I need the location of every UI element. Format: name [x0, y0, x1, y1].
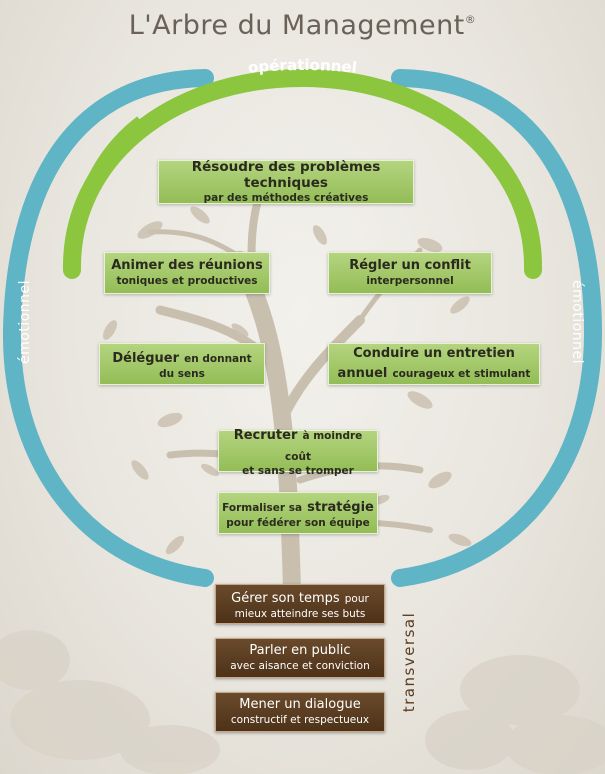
box-sub-text: interpersonnel — [366, 274, 454, 287]
box-main-text: Gérer son temps — [231, 590, 340, 606]
stones-background — [0, 630, 605, 774]
box-deleguer: Déléguer en donnant du sens — [99, 343, 265, 385]
box-formaliser-strategie: Formaliser sa stratégie pour fédérer son… — [218, 492, 378, 534]
box-sub-text: par des méthodes créatives — [203, 192, 369, 205]
box-sub-text: courageux et stimulant — [392, 368, 531, 380]
box-regler-conflit: Régler un conflit interpersonnel — [328, 252, 492, 294]
box-main-text: Conduire un entretien — [353, 345, 515, 361]
box-sub-text: pour fédérer son équipe — [226, 516, 370, 529]
left-emotionnel-label: émotionnel — [17, 280, 33, 364]
green-operational-arc — [62, 68, 543, 279]
tree-leaves — [103, 206, 492, 555]
box-sub-text: constructif et respectueux — [230, 713, 370, 726]
transversal-label: transversal — [400, 612, 418, 713]
box-main-text: Parler en public — [249, 642, 351, 658]
box-main-text: Mener un dialogue — [239, 696, 361, 712]
transversal-label-wrap: transversal — [400, 612, 418, 713]
box-sub-main: annuel — [337, 366, 388, 381]
box-gerer-temps: Gérer son temps pour mieux atteindre ses… — [215, 584, 385, 624]
box-main-text: Déléguer — [112, 351, 180, 367]
box-main-pre: Formaliser sa — [222, 502, 303, 515]
right-blue-arc — [391, 69, 603, 587]
right-emotionnel-label: émotionnel — [569, 280, 585, 364]
registered-mark: ® — [464, 13, 477, 26]
box-conduire-entretien: Conduire un entretien annuel courageux e… — [328, 343, 540, 385]
left-blue-arc — [2, 69, 214, 587]
box-main-text: Régler un conflit — [349, 258, 471, 274]
title-text: L'Arbre du Management — [128, 10, 465, 41]
box-sub-text: mieux atteindre ses buts — [234, 607, 366, 620]
box-sub-text: du sens — [159, 367, 205, 380]
operationnel-label: opérationnel — [247, 56, 358, 77]
box-main-text: Recruter — [233, 428, 298, 444]
box-main-text: stratégie — [307, 500, 374, 516]
box-main-text: Résoudre des problèmes techniques — [191, 158, 381, 192]
box-recruter: Recruter à moindre coût et sans se tromp… — [218, 428, 378, 477]
box-parler-public: Parler en public avec aisance et convict… — [215, 638, 385, 678]
box-animer-reunions: Animer des réunions toniques et producti… — [104, 252, 270, 294]
page-title: L'Arbre du Management® — [0, 10, 605, 41]
box-main-rest: en donnant — [184, 353, 252, 366]
box-main-rest: pour — [344, 592, 369, 605]
green-arc-thin-left — [67, 116, 143, 271]
box-sub-text: avec aisance et conviction — [230, 659, 370, 672]
box-sub-text: et sans se tromper — [242, 464, 354, 477]
box-main-text: Animer des réunions — [111, 258, 263, 274]
box-mener-dialogue: Mener un dialogue constructif et respect… — [215, 692, 385, 732]
box-main-rest: à moindre coût — [285, 430, 363, 463]
box-resoudre-problemes: Résoudre des problèmes techniques par de… — [158, 158, 414, 205]
box-sub-text: toniques et productives — [116, 274, 258, 287]
